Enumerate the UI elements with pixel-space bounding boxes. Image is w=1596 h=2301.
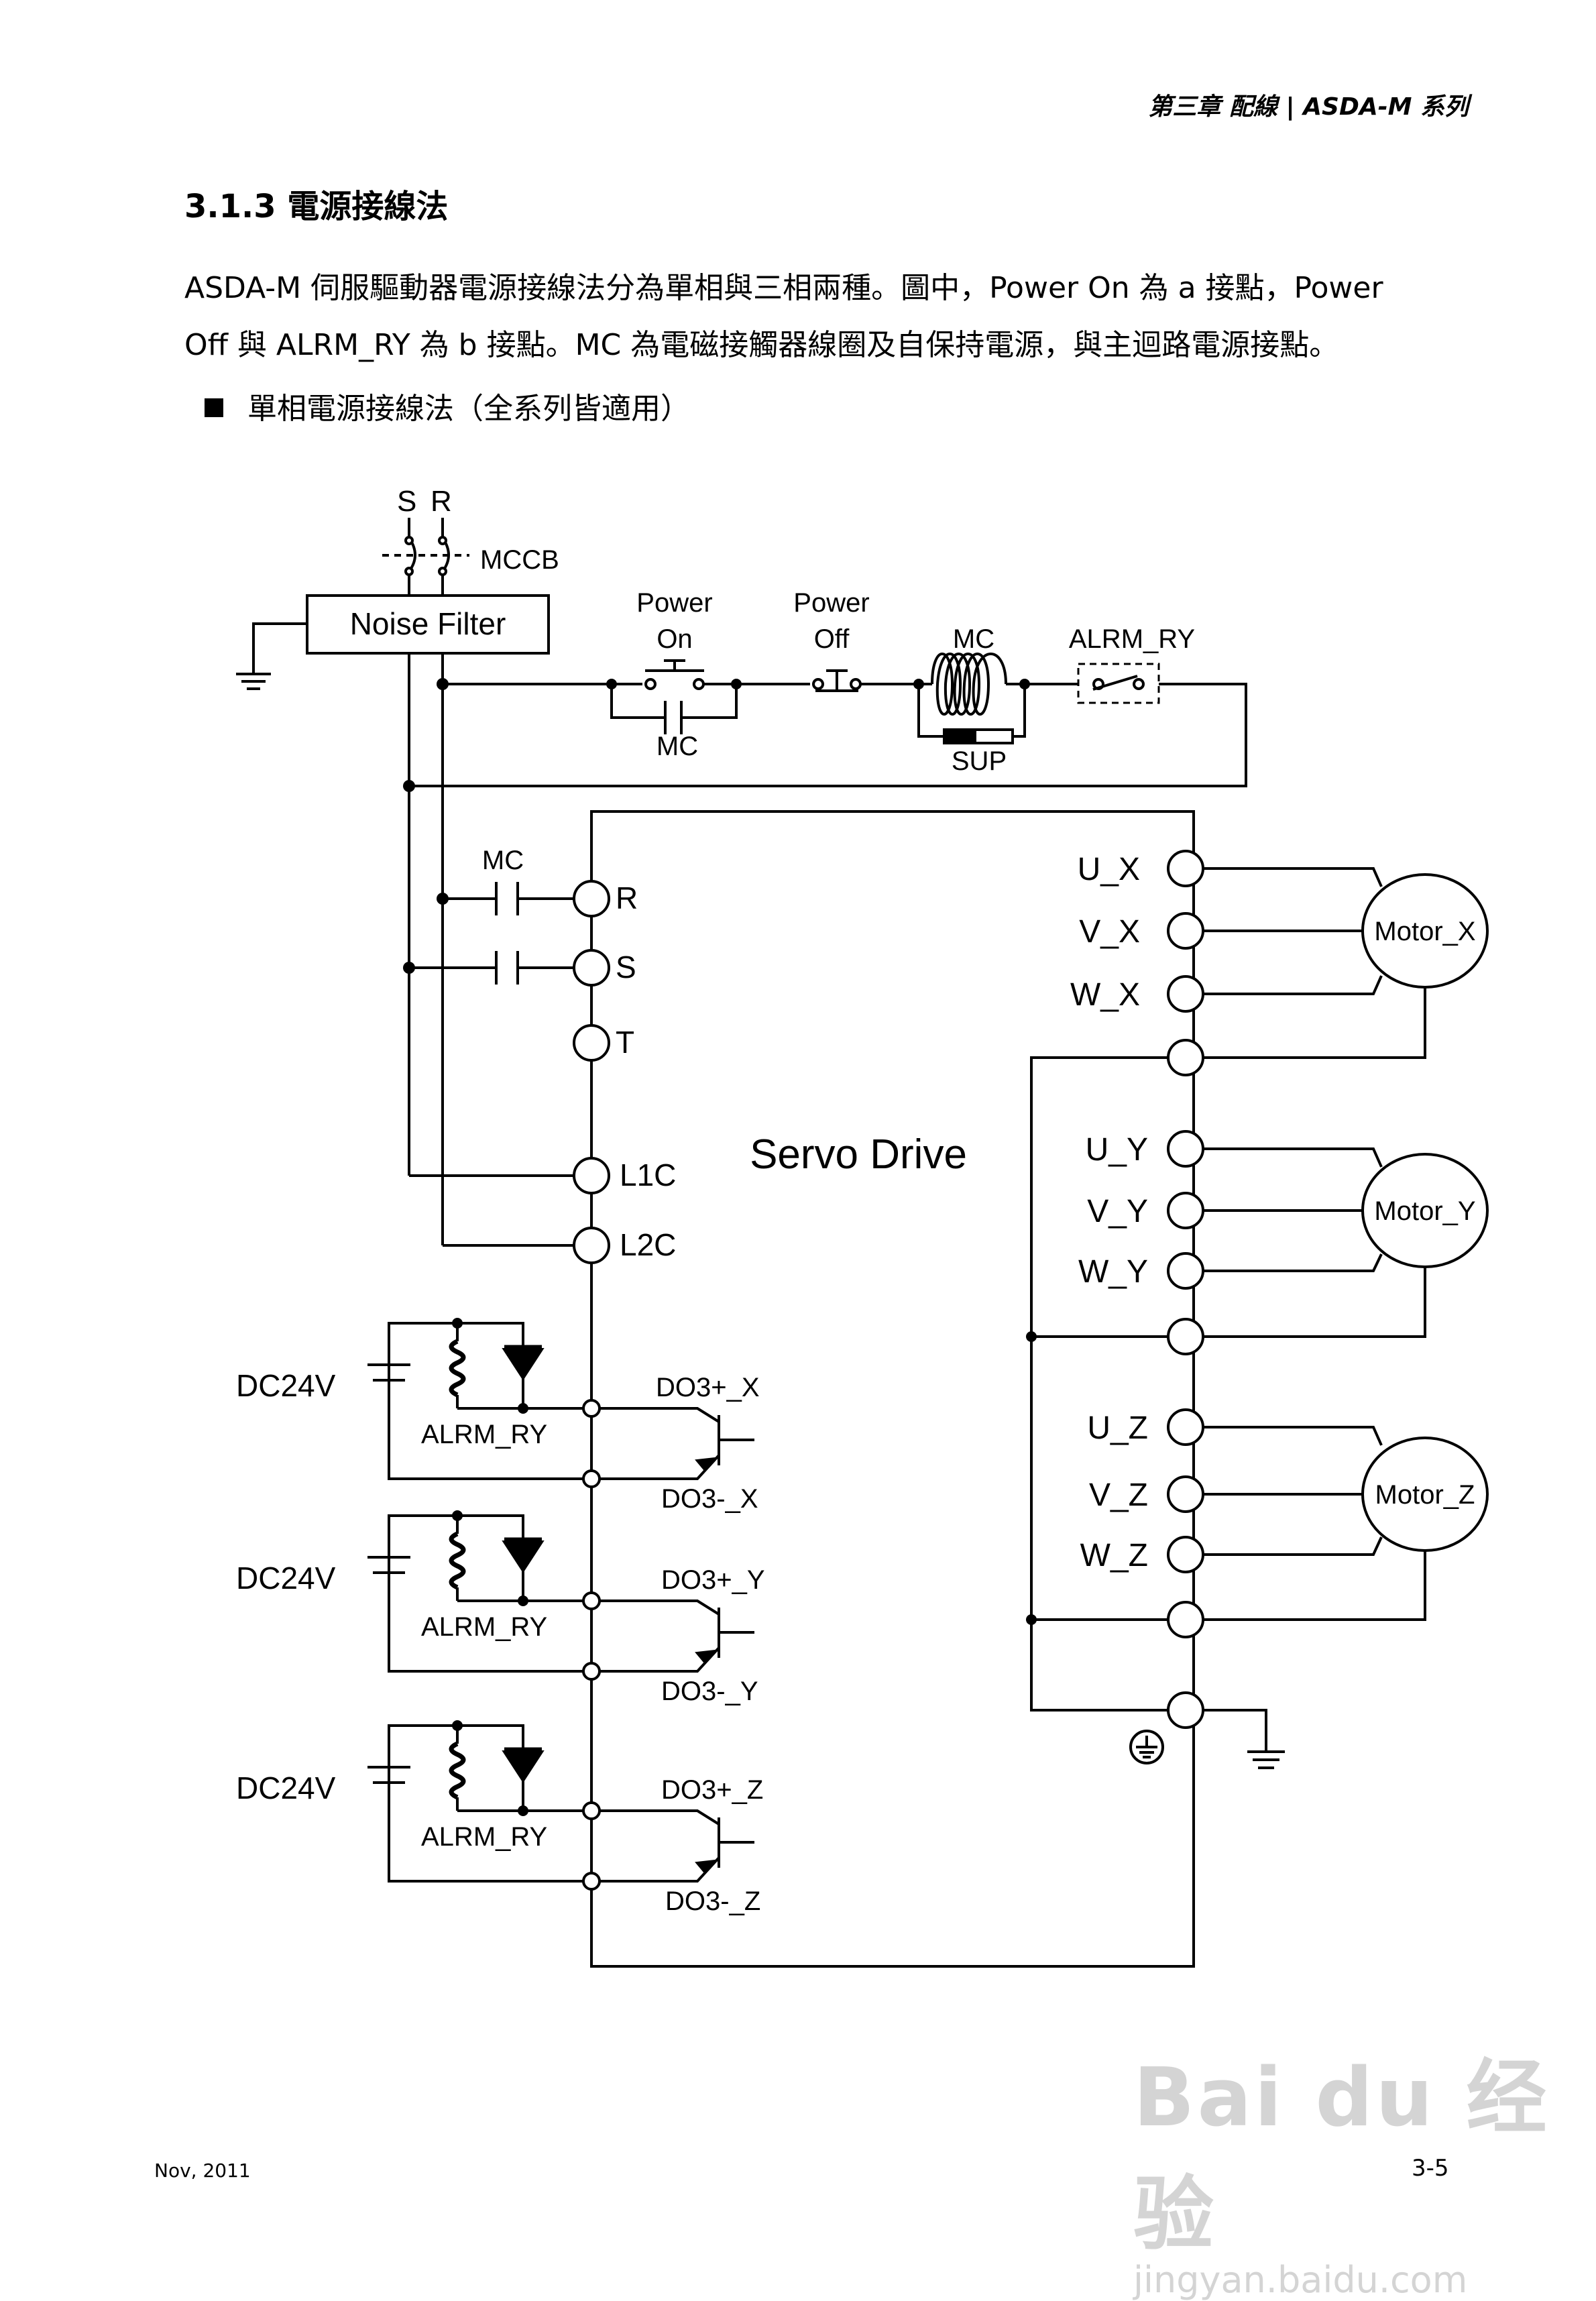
right-terminals (1167, 850, 1204, 1729)
baidu-watermark: Bai du 经验 jingyan.baidu.com (1133, 2032, 1596, 2301)
power-off-button (812, 669, 862, 692)
terminal-v-y-label: V_Y (1087, 1194, 1148, 1229)
external-ground-icon (1247, 1750, 1285, 1769)
servo-drive-box (590, 810, 1195, 1968)
do3-plus-y-label: DO3+_Y (661, 1565, 765, 1595)
noise-filter-label: Noise Filter (350, 606, 506, 641)
terminal-t-label: T (616, 1025, 634, 1060)
alrm-ry-y-label: ALRM_RY (421, 1612, 547, 1642)
terminal-w-z-label: W_Z (1080, 1538, 1148, 1573)
terminal-u-y-label: U_Y (1086, 1132, 1148, 1168)
control-return-wire (409, 683, 1247, 787)
servo-drive-label: Servo Drive (750, 1131, 967, 1178)
dc24v-x-label: DC24V (236, 1368, 336, 1403)
phase-r-label: R (431, 485, 452, 518)
mc-main-label: MC (482, 846, 524, 875)
bullet-item: 單相電源接線法（全系列皆適用） (205, 384, 690, 427)
do3-minus-x-label: DO3-_X (661, 1484, 758, 1514)
alrm-ry-contact (1077, 663, 1160, 704)
filter-ground-icon (236, 673, 271, 690)
relay-block-y (367, 1510, 754, 1681)
watermark-url: jingyan.baidu.com (1133, 2259, 1468, 2301)
terminal-w-y-label: W_Y (1078, 1254, 1148, 1290)
bullet-text: 單相電源接線法（全系列皆適用） (247, 392, 690, 426)
mc-hold-label: MC (657, 732, 698, 761)
motor-x-wiring (1203, 867, 1489, 1059)
mc-coil-icon (931, 653, 1007, 716)
power-off-label-1: Power (793, 588, 869, 618)
terminal-v-x-label: V_X (1079, 914, 1140, 950)
power-on-label-2: On (657, 624, 692, 654)
do3-minus-z-label: DO3-_Z (665, 1887, 760, 1916)
page-number: 3-5 (1412, 2155, 1449, 2182)
power-off-label-2: Off (814, 624, 850, 654)
mc-coil-label: MC (953, 624, 994, 654)
do3-plus-x-label: DO3+_X (656, 1373, 760, 1402)
relay-block-z (367, 1720, 754, 1891)
sup-label: SUP (952, 746, 1007, 776)
watermark-brand: Bai du 经验 (1133, 2052, 1550, 2261)
motor-y-label: Motor_Y (1374, 1196, 1475, 1226)
filter-ground-wire (252, 622, 307, 674)
alrm-ry-top-label: ALRM_RY (1069, 624, 1195, 654)
footer-date: Nov, 2011 (154, 2159, 251, 2182)
relay-block-x (367, 1318, 754, 1488)
internal-ground-bus (1026, 1056, 1168, 1711)
section-title: 3.1.3 電源接線法 (184, 188, 449, 225)
mccb-label: MCCB (480, 545, 559, 575)
mc-main-contacts (409, 882, 575, 985)
motor-z-wiring (1203, 1426, 1489, 1621)
mc-hold-contact (610, 684, 738, 734)
dc24v-z-label: DC24V (236, 1771, 336, 1805)
terminal-w-x-label: W_X (1070, 977, 1140, 1013)
motor-z-label: Motor_Z (1375, 1480, 1475, 1510)
mccb-breaker (382, 518, 469, 596)
power-on-label-1: Power (636, 588, 712, 618)
do3-minus-y-label: DO3-_Y (661, 1677, 758, 1706)
junction-dots (403, 678, 1030, 974)
terminal-s-label: S (616, 950, 636, 985)
square-bullet-icon (205, 398, 223, 417)
motor-x-label: Motor_X (1374, 917, 1475, 946)
power-on-button (644, 659, 705, 690)
paragraph-line-1: ASDA-M 伺服驅動器電源接線法分為單相與三相兩種。圖中，Power On 為… (184, 271, 1383, 305)
terminal-v-z-label: V_Z (1089, 1477, 1148, 1513)
sup-suppressor (917, 684, 1026, 744)
dc24v-y-label: DC24V (236, 1561, 336, 1595)
motor-y-wiring (1203, 1147, 1489, 1338)
external-ground-wire (1203, 1709, 1267, 1752)
do3-plus-z-label: DO3+_Z (661, 1775, 763, 1805)
terminal-u-x-label: U_X (1078, 852, 1140, 887)
phase-s-label: S (397, 485, 416, 518)
terminal-r-label: R (616, 881, 638, 915)
terminal-l2c-label: L2C (620, 1227, 676, 1262)
terminal-u-z-label: U_Z (1087, 1410, 1148, 1446)
terminal-l1c-label: L1C (620, 1158, 676, 1192)
alrm-ry-z-label: ALRM_RY (421, 1822, 547, 1852)
paragraph-line-2: Off 與 ALRM_RY 為 b 接點。MC 為電磁接觸器線圈及自保持電源，與… (184, 328, 1339, 362)
chapter-header: 第三章 配線 | ASDA-M 系列 (1148, 93, 1469, 121)
alrm-ry-x-label: ALRM_RY (421, 1420, 547, 1449)
left-terminals (573, 880, 610, 1264)
protective-earth-icon (1129, 1730, 1164, 1764)
